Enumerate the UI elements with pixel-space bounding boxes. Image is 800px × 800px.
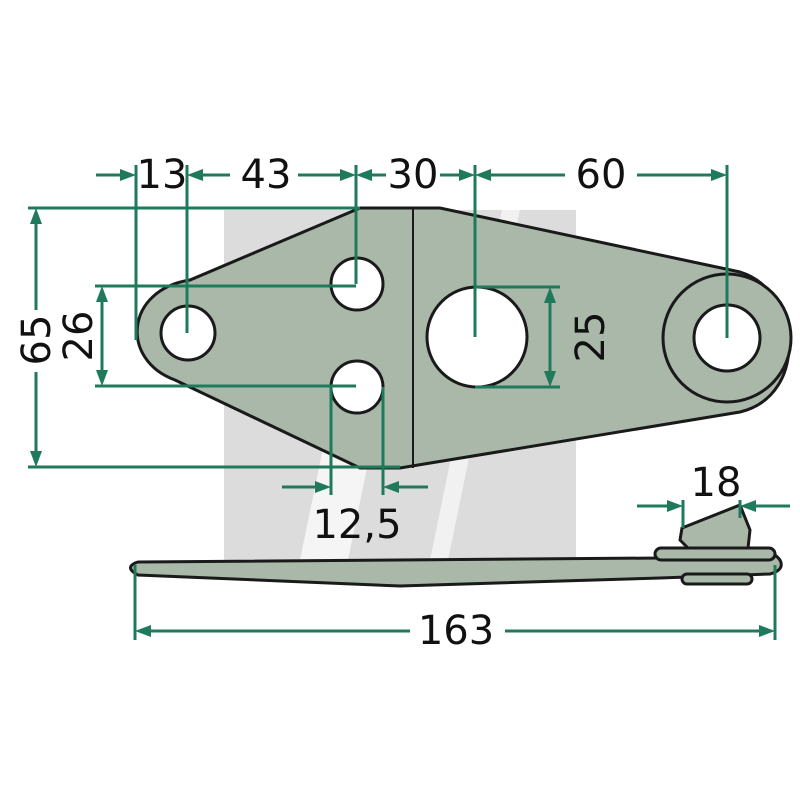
dim-18-arrow-a <box>667 500 683 512</box>
dim-25-arrow-a <box>544 287 556 303</box>
label-25: 25 <box>568 312 614 363</box>
dim-30-arrow-a <box>356 169 372 181</box>
dimension-labels: 13 43 30 60 65 26 25 12,5 18 163 <box>14 152 741 654</box>
dim-30-arrow-b <box>459 169 475 181</box>
label-18: 18 <box>691 460 742 506</box>
dim-65-arrow-b <box>30 451 42 467</box>
dim-12-5-arrow-a <box>315 481 331 493</box>
label-163: 163 <box>418 608 494 654</box>
dim-26-arrow-a <box>96 286 108 302</box>
dim-18-arrow-b <box>740 500 756 512</box>
dimension-lines <box>28 165 790 640</box>
side-washer <box>653 546 777 562</box>
dim-60-arrow-b <box>711 169 727 181</box>
dim-43-arrow-b <box>340 169 356 181</box>
side-nut <box>680 572 754 586</box>
dim-65-arrow-a <box>30 208 42 224</box>
dim-163-arrow-a <box>135 625 151 637</box>
label-43: 43 <box>241 152 292 198</box>
dim-163-arrow-b <box>759 625 775 637</box>
label-12-5: 12,5 <box>312 502 401 548</box>
dim-60-arrow-a <box>475 169 491 181</box>
center-large-hole <box>425 285 529 389</box>
dim-25-arrow-b <box>544 371 556 387</box>
dim-13-arrow <box>120 169 136 181</box>
label-65: 65 <box>14 315 60 366</box>
dim-26-arrow-b <box>96 370 108 386</box>
label-13: 13 <box>137 152 188 198</box>
dim-43-arrow-a <box>187 169 203 181</box>
label-60: 60 <box>576 152 627 198</box>
label-30: 30 <box>388 152 439 198</box>
label-26: 26 <box>56 311 102 362</box>
dim-12-5-arrow-b <box>383 481 399 493</box>
